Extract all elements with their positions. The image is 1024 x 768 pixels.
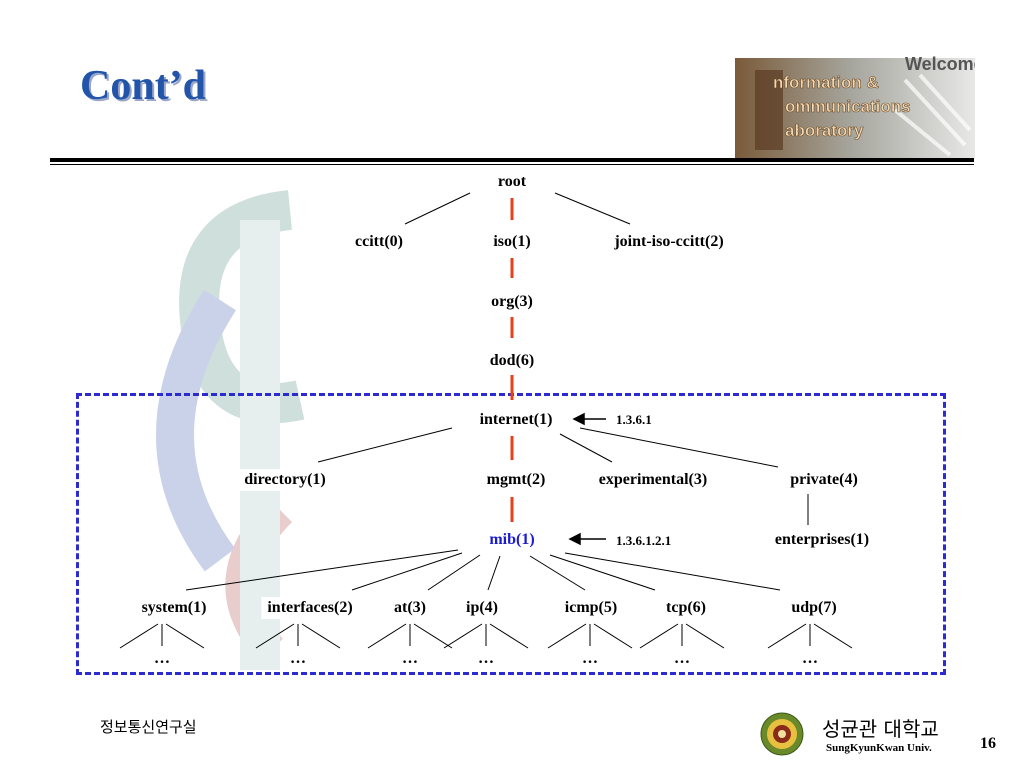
ellipsis-ip: …	[478, 650, 494, 667]
node-experimental: experimental(3)	[592, 469, 714, 491]
node-iso: iso(1)	[487, 231, 537, 253]
node-joint-iso-ccitt: joint-iso-ccitt(2)	[608, 231, 730, 253]
page-number: 16	[980, 735, 996, 752]
banner-line-information: nformation &	[773, 73, 879, 92]
footer-university-english: SungKyunKwan Univ.	[826, 742, 932, 754]
ellipsis-interfaces: …	[290, 650, 306, 667]
node-ccitt: ccitt(0)	[349, 231, 409, 253]
banner-welcome: Welcome	[905, 54, 975, 74]
node-tcp: tcp(6)	[660, 597, 712, 619]
node-internet: internet(1)	[473, 409, 559, 431]
node-mib: mib(1)	[483, 529, 541, 551]
node-icmp: icmp(5)	[558, 597, 624, 619]
ellipsis-system: …	[154, 650, 170, 667]
internet-oid-label: 1.3.6.1	[616, 412, 652, 427]
node-udp: udp(7)	[785, 597, 843, 619]
node-private: private(4)	[784, 469, 864, 491]
header-rule-thin	[50, 164, 974, 165]
ellipsis-at: …	[402, 650, 418, 667]
node-root: root	[491, 171, 533, 193]
background-logo-watermark	[156, 190, 305, 670]
footer-lab-name: 정보통신연구실	[100, 718, 197, 736]
node-org: org(3)	[485, 291, 539, 313]
ellipsis-tcp: …	[674, 650, 690, 667]
node-interfaces: interfaces(2)	[261, 597, 359, 619]
node-at: at(3)	[388, 597, 432, 619]
node-system: system(1)	[135, 597, 213, 619]
banner-line-communications: ommunications	[785, 97, 911, 116]
footer-university-korean: 성균관 대학교	[822, 717, 939, 741]
lab-banner-image: Welcome nformation & ommunications abora…	[735, 54, 975, 158]
slide-title: Cont’d	[80, 63, 207, 109]
node-mgmt: mgmt(2)	[480, 469, 552, 491]
node-directory: directory(1)	[238, 469, 332, 491]
ellipsis-udp: …	[802, 650, 818, 667]
mib-oid-label: 1.3.6.1.2.1	[616, 533, 672, 548]
university-seal-icon	[760, 712, 804, 756]
banner-line-laboratory: aboratory	[785, 121, 864, 140]
ellipsis-icmp: …	[582, 650, 598, 667]
node-enterprises: enterprises(1)	[768, 529, 876, 551]
header-rule-thick	[50, 158, 974, 162]
node-ip: ip(4)	[460, 597, 504, 619]
node-dod: dod(6)	[483, 350, 541, 372]
